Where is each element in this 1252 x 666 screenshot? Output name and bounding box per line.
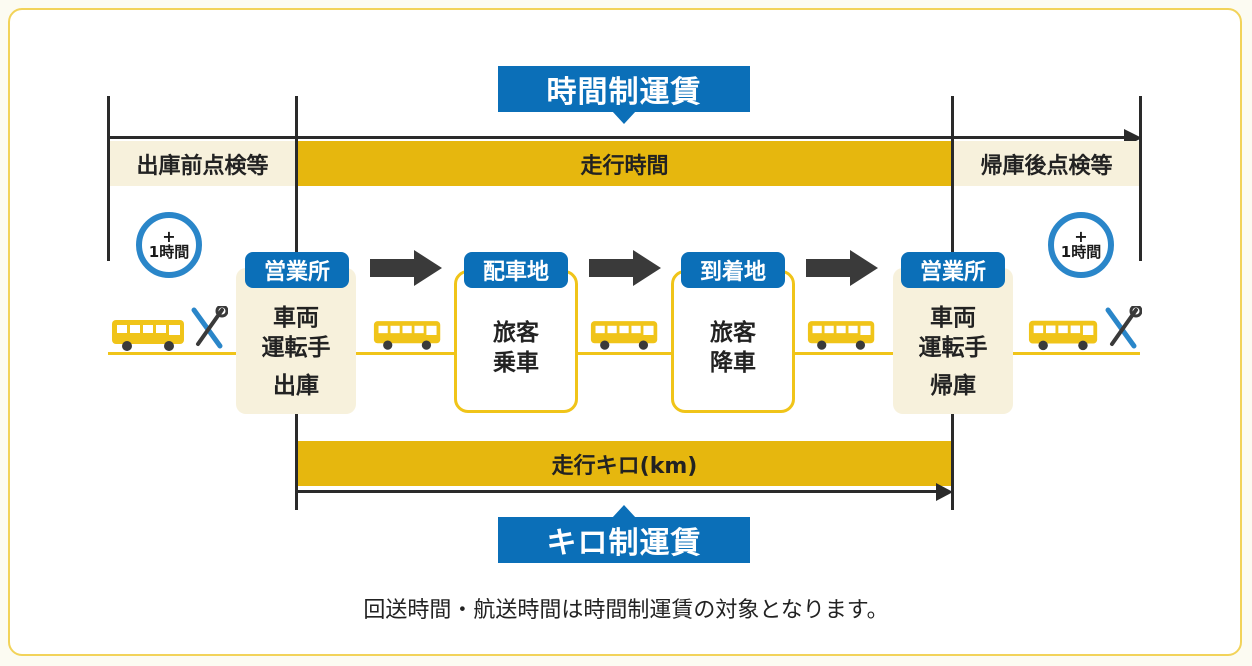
bus-icon (112, 320, 184, 351)
boundary-line-left-outer (107, 96, 110, 261)
km-span-arrowhead (936, 483, 953, 501)
km-fare-banner: キロ制運賃 (498, 505, 750, 563)
station-tag-label: 営業所 (919, 260, 986, 285)
time-fare-banner: 時間制運賃 (498, 66, 750, 124)
arrival-text: 旅客 降車 (671, 318, 795, 378)
bus-icon (1028, 320, 1098, 351)
station-text-line: 帰庫 (930, 373, 976, 399)
station-tag-pickup: 配車地 (464, 252, 568, 288)
clock-plus: + (1074, 227, 1088, 246)
office-departure-box (236, 268, 356, 414)
station-tag-office-return: 営業所 (901, 252, 1005, 288)
pickup-text: 旅客 乗車 (454, 318, 578, 378)
bus-icon (373, 321, 441, 350)
station-text-line: 車両 (273, 305, 319, 331)
running-km-band: 走行キロ(km) (298, 441, 951, 486)
km-span-line (295, 490, 937, 493)
station-tag-arrival: 到着地 (681, 252, 785, 288)
clock-hours: 1時間 (148, 243, 190, 261)
running-time-label: 走行時間 (580, 153, 669, 179)
station-text-line: 乗車 (493, 350, 539, 376)
km-fare-label: キロ制運賃 (546, 526, 702, 561)
station-tag-label: 営業所 (263, 260, 330, 285)
station-text-line: 車両 (930, 305, 976, 331)
bus-icon (807, 321, 875, 350)
station-text-line: 降車 (710, 350, 756, 376)
wrench-screwdriver-icon (191, 306, 228, 349)
arrow-right-icon (370, 250, 442, 286)
post-check-label: 帰庫後点検等 (980, 153, 1113, 179)
clock-icon: + 1時間 (136, 212, 202, 278)
footer-note: 回送時間・航送時間は時間制運賃の対象となります。 (363, 598, 889, 623)
office-return-text: 車両 運転手 帰庫 (893, 303, 1013, 401)
time-fare-label: 時間制運賃 (546, 75, 702, 110)
clock-icon: + 1時間 (1048, 212, 1114, 278)
station-tag-label: 配車地 (482, 260, 549, 285)
station-text-line: 運転手 (261, 335, 331, 361)
clock-hours: 1時間 (1060, 243, 1102, 261)
banner-pointer-down (612, 111, 636, 124)
bus-icon (590, 321, 658, 350)
clock-plus: + (162, 227, 176, 246)
route-track (108, 352, 1140, 355)
wrench-screwdriver-icon (1105, 306, 1142, 349)
post-check-band: 帰庫後点検等 (954, 141, 1139, 186)
arrival-box (671, 270, 795, 413)
running-km-label: 走行キロ(km) (551, 453, 698, 479)
station-tag-label: 到着地 (699, 260, 766, 285)
office-return-box (893, 268, 1013, 414)
banner-pointer-up (612, 505, 636, 518)
running-time-band: 走行時間 (298, 141, 951, 186)
time-span-line (107, 136, 1125, 139)
office-departure-text: 車両 運転手 出庫 (236, 303, 356, 401)
arrow-right-icon (589, 250, 661, 286)
station-text-line: 旅客 (710, 320, 756, 346)
station-text-line: 出庫 (273, 373, 319, 399)
station-text-line: 運転手 (918, 335, 988, 361)
boundary-line-right-outer (1139, 96, 1142, 261)
pre-check-band: 出庫前点検等 (110, 141, 295, 186)
arrow-right-icon (806, 250, 878, 286)
station-tag-office-departure: 営業所 (245, 252, 349, 288)
station-text-line: 旅客 (493, 320, 539, 346)
pre-check-label: 出庫前点検等 (136, 153, 269, 179)
